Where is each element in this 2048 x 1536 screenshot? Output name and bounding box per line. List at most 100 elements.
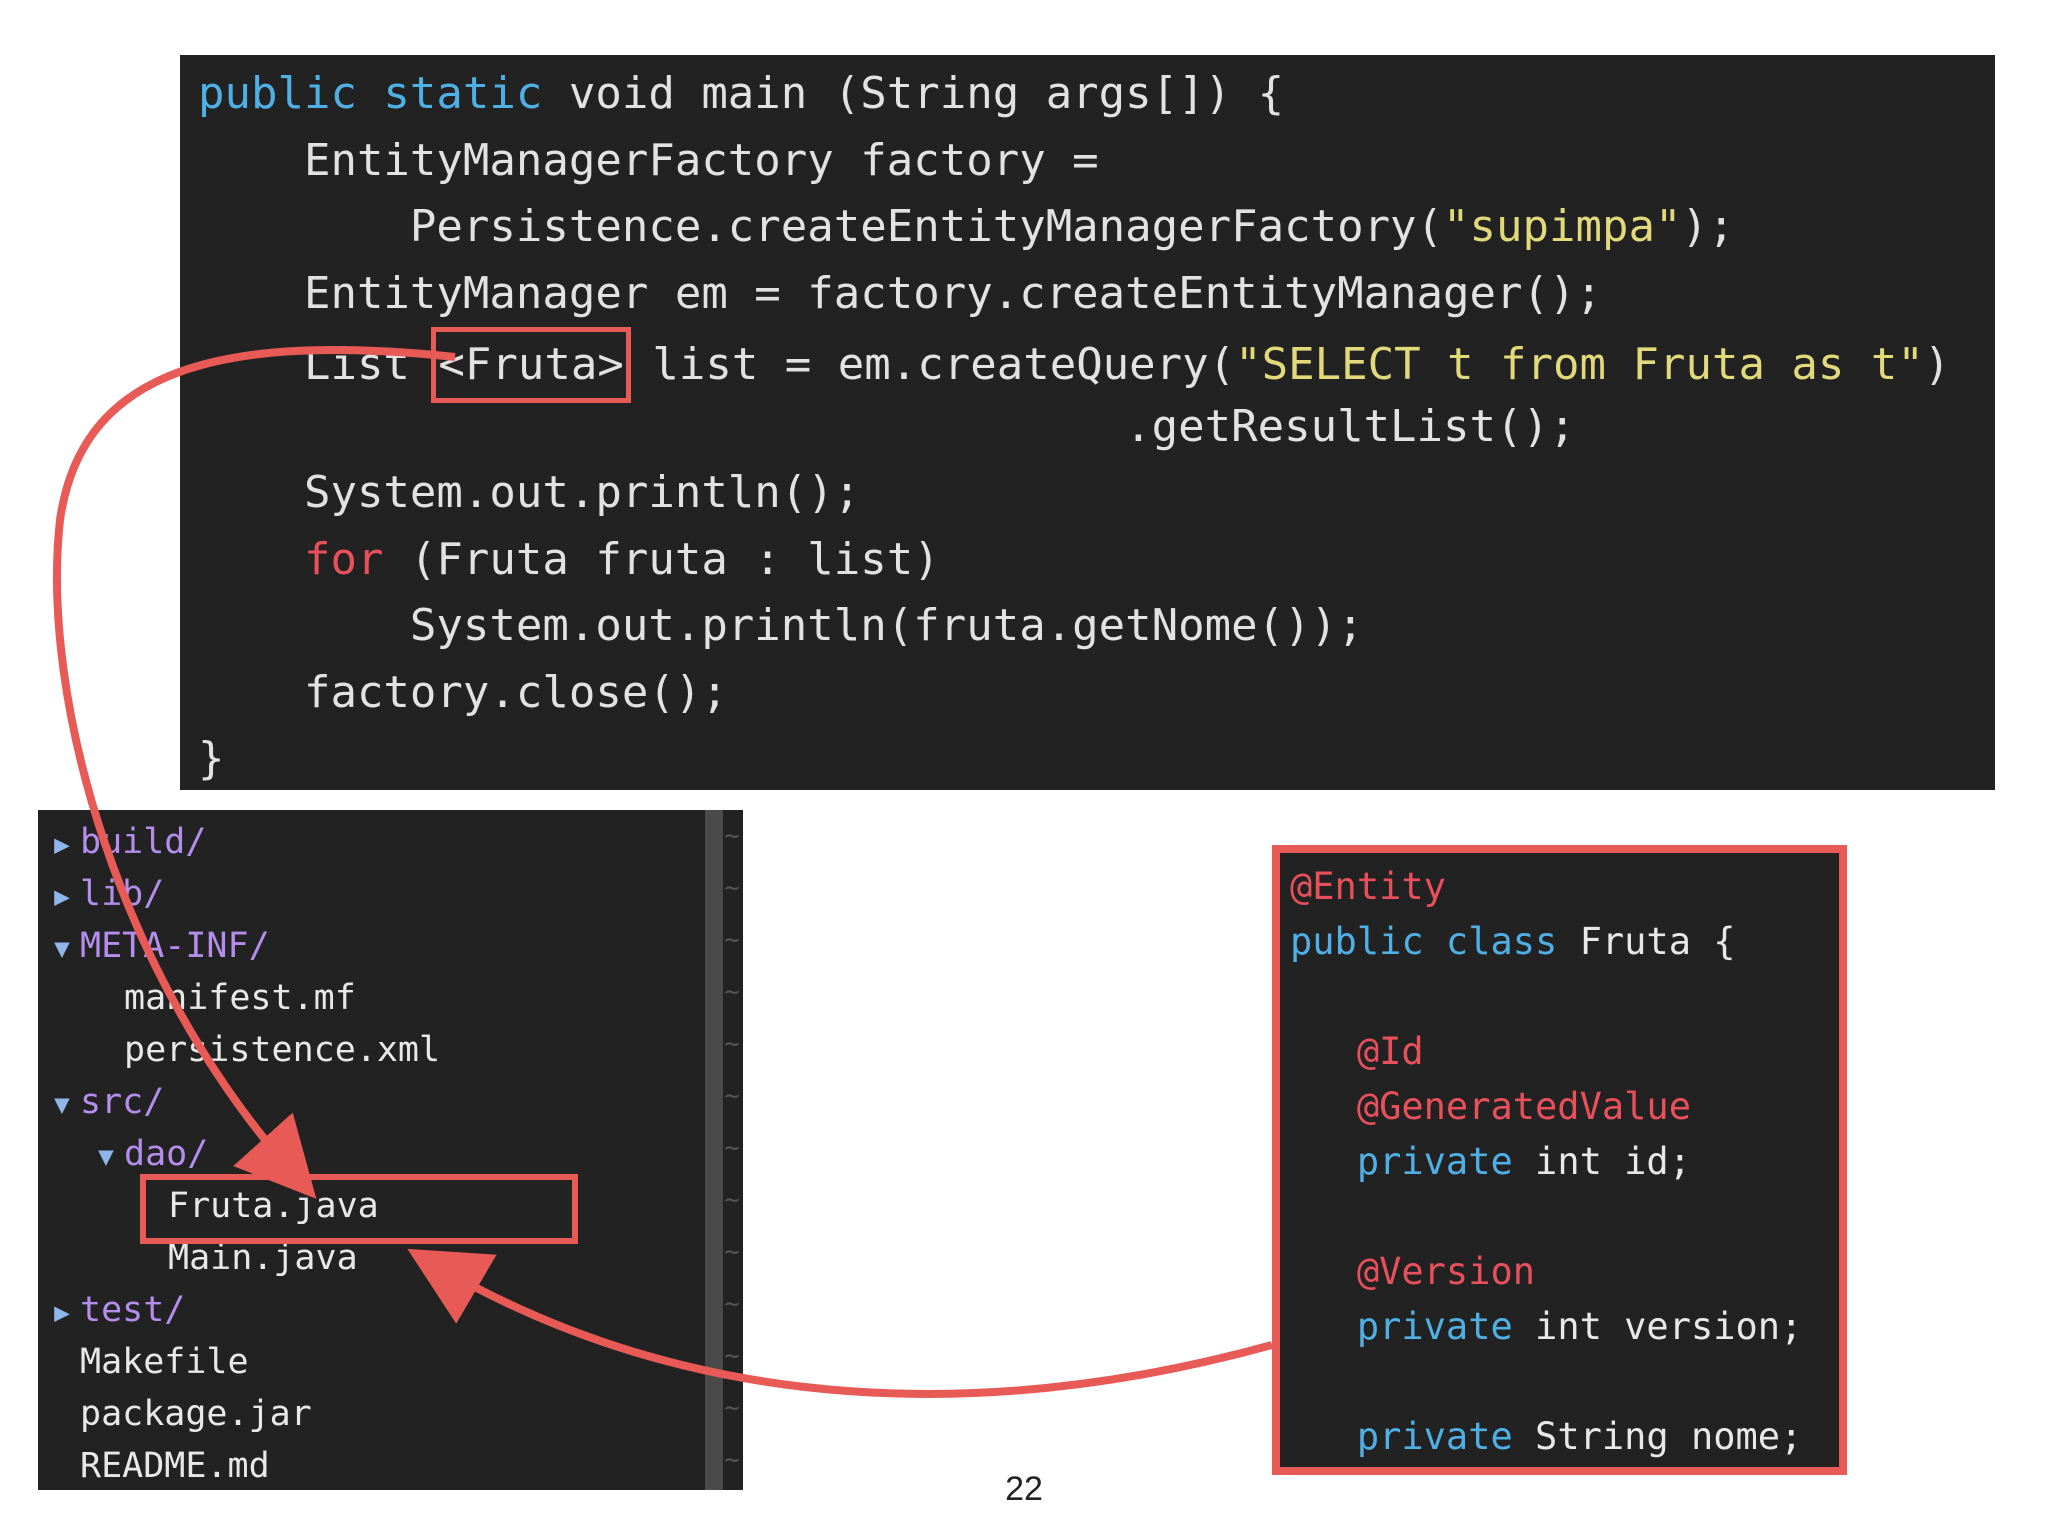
entity-code-panel: @Entity public class Fruta { @Id @Generat… <box>1272 845 1847 1475</box>
entity-code-line: @Version <box>1290 1244 1535 1299</box>
code-token: String nome; <box>1512 1415 1803 1458</box>
code-token: Persistence.createEntityManagerFactory( <box>198 201 1444 252</box>
code-token: public class <box>1290 920 1558 963</box>
entity-code-line: public class Fruta { <box>1290 914 1736 969</box>
tree-folder[interactable]: ▼ dao/ <box>88 1128 208 1180</box>
code-line: .getResultList(); <box>198 394 1995 461</box>
tree-item-label: test/ <box>80 1290 186 1330</box>
code-line: System.out.println(fruta.getNome()); <box>198 593 1995 660</box>
code-token: list = em.createQuery( <box>625 339 1236 390</box>
tree-file[interactable]: README.md <box>44 1440 270 1490</box>
tree-item-label: dao/ <box>124 1134 209 1174</box>
tilde-marker: ~ <box>724 1341 740 1371</box>
tree-item-label: META-INF/ <box>80 926 270 966</box>
code-line: EntityManager em = factory.createEntityM… <box>198 261 1995 328</box>
tilde-marker: ~ <box>724 1445 740 1475</box>
entity-code-line: @GeneratedValue <box>1290 1079 1691 1134</box>
code-token: (Fruta fruta : list) <box>383 533 940 585</box>
code-token: private <box>1290 1140 1513 1183</box>
code-token: @GeneratedValue <box>1290 1085 1691 1128</box>
tilde-marker: ~ <box>724 873 740 903</box>
tree-item-label: package.jar <box>80 1394 312 1434</box>
code-token: System.out.println(); <box>198 467 861 518</box>
tree-folder[interactable]: ▼ src/ <box>44 1076 164 1128</box>
page-number: 22 <box>1005 1470 1043 1508</box>
chevron-right-icon[interactable]: ▶ <box>54 882 70 912</box>
entity-code-line: @Id <box>1290 1024 1424 1079</box>
tree-item-label: README.md <box>80 1446 270 1486</box>
tilde-marker: ~ <box>724 977 740 1007</box>
tree-file[interactable]: manifest.mf <box>88 972 356 1024</box>
tilde-marker: ~ <box>724 821 740 851</box>
main-code-panel: public static void main (String args[]) … <box>180 55 1995 790</box>
code-token: void main (String args[]) { <box>542 68 1285 119</box>
code-token: int id; <box>1512 1140 1691 1183</box>
tree-file[interactable]: persistence.xml <box>88 1024 440 1076</box>
tilde-marker: ~ <box>724 1393 740 1423</box>
code-token: @Id <box>1290 1030 1424 1073</box>
code-token <box>198 534 304 585</box>
code-token: EntityManagerFactory factory = <box>198 134 1099 186</box>
tree-folder[interactable]: ▼ META-INF/ <box>44 920 270 972</box>
tree-item-label: build/ <box>80 822 207 862</box>
code-token: System.out.println(fruta.getNome()); <box>198 600 1364 651</box>
code-token: ) <box>1923 339 1951 390</box>
tilde-marker: ~ <box>724 1133 740 1163</box>
tilde-column: ~~~~~~~~~~~~~ <box>723 810 741 1490</box>
code-token: .getResultList(); <box>198 400 1576 452</box>
tree-item-label: manifest.mf <box>124 978 356 1018</box>
code-line: } <box>198 726 1995 793</box>
code-line: Persistence.createEntityManagerFactory("… <box>198 194 1995 261</box>
tilde-marker: ~ <box>724 1185 740 1215</box>
code-line: List <Fruta> list = em.createQuery("SELE… <box>198 327 1995 403</box>
tilde-marker: ~ <box>724 1029 740 1059</box>
entity-code-line: private int id; <box>1290 1134 1691 1189</box>
chevron-down-icon[interactable]: ▼ <box>54 1090 70 1120</box>
file-highlight-box <box>140 1174 578 1244</box>
tree-folder[interactable]: ▶ build/ <box>44 816 206 868</box>
scrollbar[interactable] <box>705 810 723 1490</box>
tilde-marker: ~ <box>724 1081 740 1111</box>
code-token: @Version <box>1290 1250 1536 1293</box>
code-token: factory.close(); <box>198 666 728 718</box>
code-token: int version; <box>1512 1305 1803 1348</box>
tree-item-label: lib/ <box>80 874 165 914</box>
code-line: System.out.println(); <box>198 460 1995 527</box>
code-token: private <box>1290 1415 1513 1458</box>
code-token: ); <box>1681 201 1735 252</box>
file-tree-panel: ~~~~~~~~~~~~~ ▶build/▶lib/▼META-INF/mani… <box>38 810 743 1490</box>
chevron-down-icon[interactable]: ▼ <box>54 934 70 964</box>
chevron-right-icon[interactable]: ▶ <box>54 1298 70 1328</box>
code-token: public static <box>198 68 543 119</box>
code-line: EntityManagerFactory factory = <box>198 128 1995 195</box>
code-token: private <box>1290 1305 1513 1348</box>
entity-code-line: @Entity <box>1290 859 1446 914</box>
highlighted-generic-type: <Fruta> <box>431 327 631 403</box>
code-token: Fruta { <box>1557 920 1736 963</box>
tree-folder[interactable]: ▶ lib/ <box>44 868 164 920</box>
tree-file[interactable]: Makefile <box>44 1336 249 1388</box>
tree-item-label: Makefile <box>80 1342 249 1382</box>
tree-item-label: persistence.xml <box>124 1030 441 1070</box>
tree-item-label: src/ <box>80 1082 165 1122</box>
tree-folder[interactable]: ▶ test/ <box>44 1284 185 1336</box>
tree-file[interactable]: package.jar <box>44 1388 312 1440</box>
code-line: for (Fruta fruta : list) <box>198 527 1995 594</box>
code-line: public static void main (String args[]) … <box>198 61 1995 128</box>
tilde-marker: ~ <box>724 1237 740 1267</box>
entity-code-line: private int version; <box>1290 1299 1803 1354</box>
entity-code-line: private String nome; <box>1290 1409 1803 1464</box>
tree-file[interactable]: Main.java <box>132 1232 358 1284</box>
code-token: EntityManager em = factory.createEntityM… <box>198 267 1602 319</box>
chevron-right-icon[interactable]: ▶ <box>54 830 70 860</box>
code-token: } <box>198 733 225 784</box>
code-token: @Entity <box>1290 865 1446 908</box>
code-line: factory.close(); <box>198 660 1995 727</box>
tilde-marker: ~ <box>724 925 740 955</box>
tree-item-label: Main.java <box>168 1238 358 1278</box>
code-token: for <box>303 533 384 585</box>
code-token: "supimpa" <box>1443 201 1682 252</box>
chevron-down-icon[interactable]: ▼ <box>98 1142 114 1172</box>
code-token: List <box>198 339 437 390</box>
code-token: "SELECT t from Fruta as t" <box>1235 339 1924 390</box>
